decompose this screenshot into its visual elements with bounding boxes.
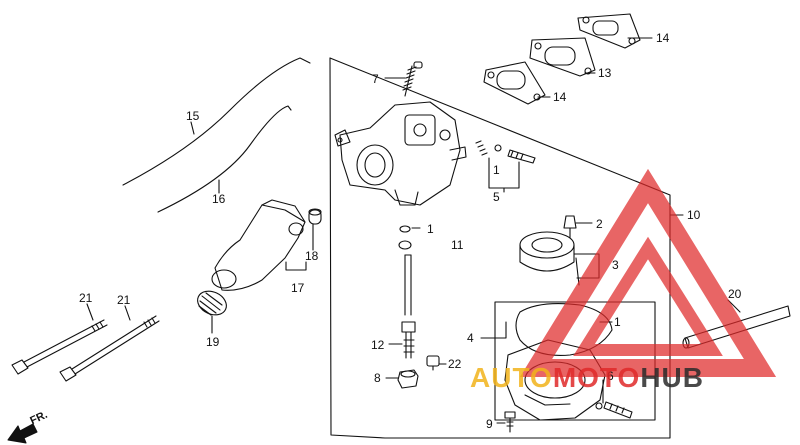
float-pin-3 xyxy=(575,257,580,286)
callout-18: 18 xyxy=(305,249,319,263)
watermark-text: AUTOMOTOHUB xyxy=(470,364,704,392)
callout-4: 4 xyxy=(467,331,474,345)
callout-7: 7 xyxy=(372,72,379,86)
callout-14b: 14 xyxy=(553,90,567,104)
callout-13: 13 xyxy=(598,66,612,80)
callout-22: 22 xyxy=(448,357,462,371)
watermark-logo-icon xyxy=(519,168,777,377)
callout-3: 3 xyxy=(612,258,619,272)
bolt-21-a xyxy=(11,319,108,375)
leader-17 xyxy=(285,261,307,271)
nut-8 xyxy=(397,369,419,389)
callout-11: 11 xyxy=(451,238,464,252)
gasket-14-upper xyxy=(577,13,641,49)
callout-8: 8 xyxy=(374,371,381,385)
callout-14a: 14 xyxy=(656,31,670,45)
callout-19: 19 xyxy=(206,335,220,349)
callout-1a: 1 xyxy=(493,163,500,177)
rod-15 xyxy=(122,57,311,186)
pilot-screw-set xyxy=(475,140,536,164)
clamp-18 xyxy=(308,208,322,225)
callout-10: 10 xyxy=(687,208,701,222)
callout-9: 9 xyxy=(486,417,493,431)
float-valve-2 xyxy=(563,215,577,239)
bolt-21-b xyxy=(59,315,160,382)
callout-20: 20 xyxy=(728,287,742,301)
callout-17: 17 xyxy=(291,281,305,295)
gasket-13 xyxy=(529,37,596,77)
callout-1c: 1 xyxy=(614,315,621,329)
callout-2: 2 xyxy=(596,217,603,231)
watermark-text-moto: MOTO xyxy=(552,362,641,393)
watermark-text-hub: HUB xyxy=(640,362,704,393)
screw-7 xyxy=(402,61,423,97)
callout-16: 16 xyxy=(212,192,226,206)
callout-6: 6 xyxy=(607,369,614,383)
front-arrow-icon xyxy=(7,423,38,444)
leader-21a xyxy=(86,303,94,321)
needle-jet-11 xyxy=(398,225,412,316)
jet-22 xyxy=(426,355,440,371)
intake-elbow-17 xyxy=(211,199,306,291)
carburetor-body xyxy=(334,101,467,206)
float xyxy=(519,231,575,272)
watermark-text-auto: AUTO xyxy=(470,362,553,393)
float-chamber-frame xyxy=(494,301,656,421)
filter-19 xyxy=(197,290,227,316)
assembly-frame xyxy=(329,57,671,439)
leader-15 xyxy=(190,121,195,135)
callout-15: 15 xyxy=(186,109,200,123)
gasket-14-lower xyxy=(483,61,546,105)
leader-20 xyxy=(727,299,741,313)
callout-21a: 21 xyxy=(79,291,93,305)
callout-5: 5 xyxy=(493,190,500,204)
drain-screw-9 xyxy=(504,411,516,433)
callout-1b: 1 xyxy=(427,222,434,236)
rod-16 xyxy=(157,105,292,213)
leader-21b xyxy=(124,305,131,321)
callout-21b: 21 xyxy=(117,293,131,307)
callout-12: 12 xyxy=(371,338,385,352)
bolt-6 xyxy=(595,401,633,419)
jet-holder-12 xyxy=(401,321,416,359)
leader-4 xyxy=(480,321,507,339)
